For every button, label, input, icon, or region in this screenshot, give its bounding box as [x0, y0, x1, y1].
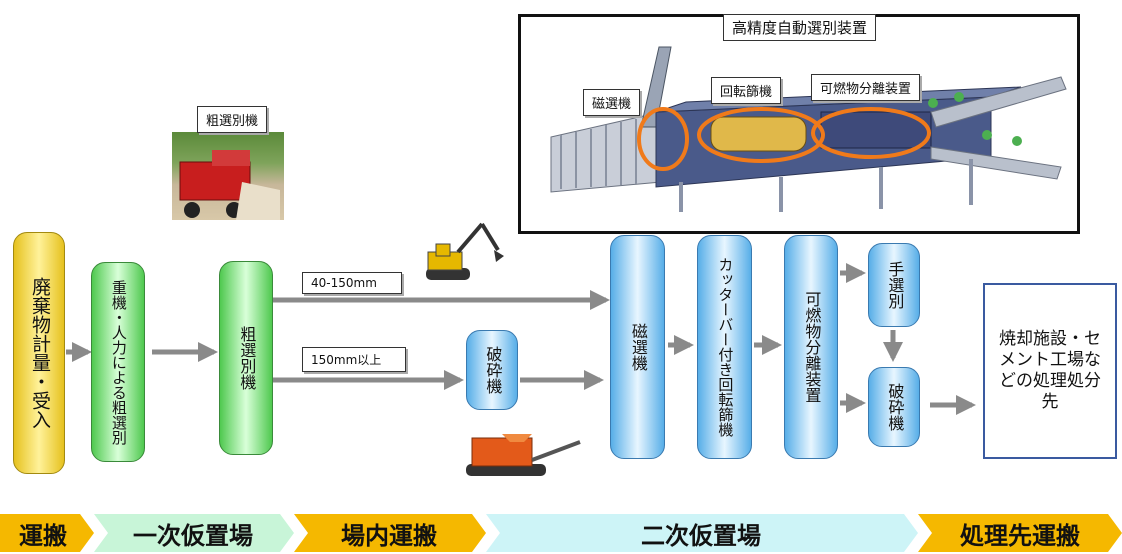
primary-sort-box: 重機・人力による粗選別 — [91, 262, 145, 462]
magnet-text: 磁選機 — [628, 323, 648, 371]
crusher-2-box: 破砕機 — [868, 367, 920, 447]
trommel-label: 回転篩機 — [711, 77, 782, 104]
stage-transport: 運搬 — [19, 521, 67, 550]
stage-onsite-transport: 場内運搬 — [341, 521, 437, 550]
coarse-photo-label: 粗選別機 — [197, 106, 268, 133]
combustible-separator-box: 可燃物分離装置 — [784, 235, 838, 459]
sorting-machine-illustration — [550, 46, 1067, 212]
stage-primary-yard: 一次仮置場 — [133, 521, 253, 550]
separator-label: 可燃物分離装置 — [811, 74, 921, 101]
primary-sort-text: 重機・人力による粗選別 — [109, 279, 128, 445]
crusher-1-text: 破砕機 — [483, 346, 503, 394]
magnet-box: 磁選機 — [610, 235, 665, 459]
crusher-1-box: 破砕機 — [466, 330, 518, 410]
crusher-machine-icon — [466, 434, 581, 476]
hand-sort-box: 手選別 — [868, 243, 920, 327]
receive-box: 廃棄物計量・受入 — [13, 232, 65, 474]
destination-box: 焼却施設・セメント工場などの処理処分先 — [983, 283, 1117, 459]
route-150-up-label: 150mm以上 — [302, 347, 407, 372]
cutter-trommel-text: カッターバー付き回転篩機 — [716, 257, 735, 437]
route-40-150-label: 40-150mm — [302, 272, 402, 294]
excavator-icon — [426, 222, 504, 280]
crusher-2-text: 破砕機 — [885, 383, 905, 431]
stage-bar — [0, 514, 1122, 552]
destination-text: 焼却施設・セメント工場などの処理処分先 — [999, 328, 1101, 413]
machine-panel: 高精度自動選別装置 磁選機 回転篩機 可燃物分離装置 — [518, 14, 1080, 234]
coarse-sort-box: 粗選別機 — [219, 261, 273, 455]
combustible-separator-text: 可燃物分離装置 — [802, 291, 822, 403]
coarse-sorter-photo — [172, 132, 284, 220]
magnet-label: 磁選機 — [583, 89, 641, 116]
machine-panel-title: 高精度自動選別装置 — [723, 14, 877, 41]
stage-destination-transport: 処理先運搬 — [960, 521, 1080, 550]
stage-secondary-yard: 二次仮置場 — [641, 521, 761, 550]
coarse-sort-text: 粗選別機 — [237, 326, 257, 390]
receive-text: 廃棄物計量・受入 — [28, 277, 51, 429]
cutter-trommel-box: カッターバー付き回転篩機 — [697, 235, 752, 459]
hand-sort-text: 手選別 — [885, 261, 905, 309]
